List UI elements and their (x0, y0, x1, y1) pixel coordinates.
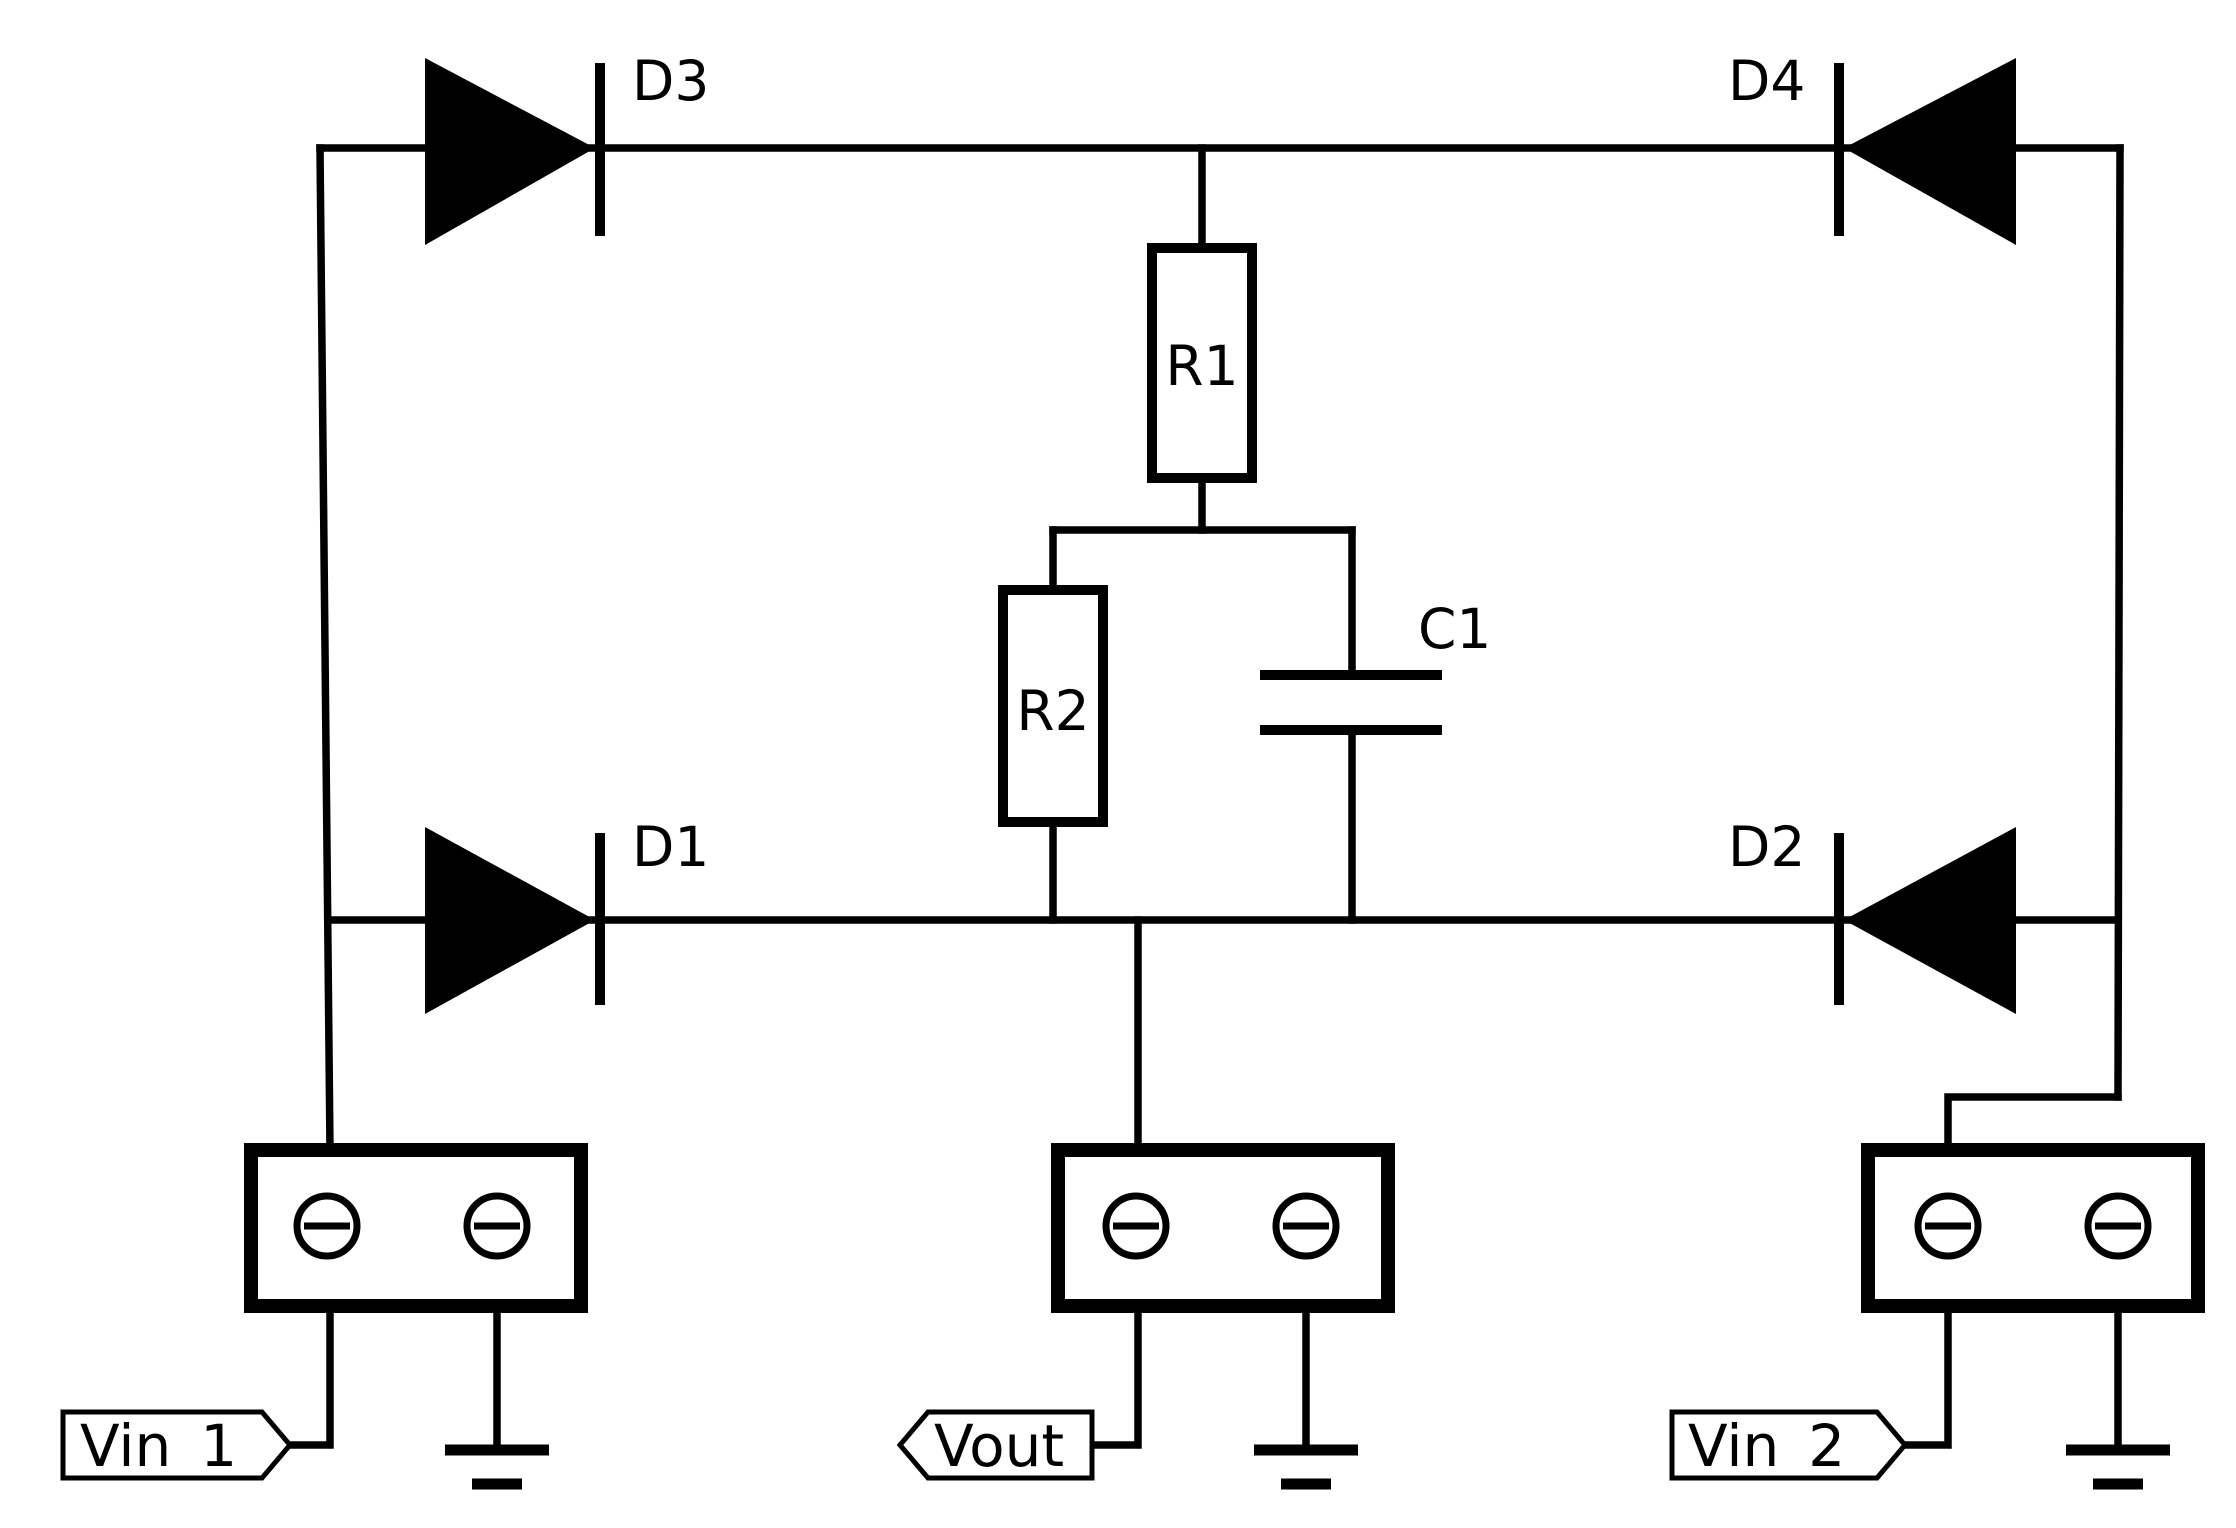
capacitor-c1[interactable]: C1 (1260, 597, 1491, 735)
diode-d4-body (1844, 58, 2016, 245)
wire-right-vertical (2114, 144, 2124, 1101)
resistor-r2[interactable]: R2 (998, 585, 1108, 827)
port-vin1-outline (60, 1409, 294, 1481)
port-vout-outline (896, 1409, 1095, 1481)
terminal-screw-icon (293, 1192, 361, 1260)
port-vin2-label: Vin_2 (1688, 1412, 1845, 1480)
diode-d2[interactable]: D2 (1728, 815, 2016, 1014)
label-d3: D3 (632, 49, 709, 113)
terminal-block-left[interactable] (244, 1143, 588, 1454)
label-d2: D2 (1728, 815, 1805, 879)
terminal-block-right-body (1861, 1143, 2205, 1313)
diode-d2-body (1844, 827, 2016, 1014)
diode-d1[interactable]: D1 (425, 815, 709, 1014)
terminal-block-left-body (244, 1143, 588, 1313)
label-d4: D4 (1728, 49, 1805, 113)
terminal-block-middle[interactable] (1051, 1143, 1395, 1454)
port-vout[interactable]: Vout (896, 1409, 1095, 1481)
label-c1: C1 (1418, 597, 1491, 661)
resistor-r2-body (998, 585, 1108, 827)
wire-vin1-lead (286, 1302, 334, 1449)
terminal-screw-icon (1914, 1192, 1982, 1260)
ground-icon (445, 1444, 549, 1490)
label-d1: D1 (632, 815, 709, 879)
wire-left-vertical (316, 144, 334, 1154)
resistor-r1[interactable]: R1 (1147, 243, 1257, 483)
terminal-screw-icon (1102, 1192, 1170, 1260)
label-r2: R2 (1016, 679, 1089, 743)
port-vin1-label: Vin_1 (80, 1412, 237, 1480)
wire-vin2-lead (1901, 1302, 1952, 1449)
ground-icon (1254, 1444, 1358, 1490)
wire-right-jog (1944, 1093, 2122, 1154)
port-vout-label: Vout (934, 1412, 1064, 1480)
port-vin2[interactable]: Vin_2 (1669, 1409, 1909, 1481)
wires (316, 144, 2124, 1154)
terminal-screw-icon (1272, 1192, 1340, 1260)
port-vin1[interactable]: Vin_1 (60, 1409, 294, 1481)
terminal-screw-icon (2084, 1192, 2152, 1260)
ground-icon (2066, 1444, 2170, 1490)
port-vin2-outline (1669, 1409, 1909, 1481)
diode-d1-body (425, 827, 595, 1014)
terminal-block-right[interactable] (1861, 1143, 2205, 1454)
terminal-screw-icon (463, 1192, 531, 1260)
diode-d3[interactable]: D3 (425, 49, 709, 245)
diode-d3-body (425, 58, 595, 245)
label-r1: R1 (1165, 334, 1238, 398)
terminal-block-middle-body (1051, 1143, 1395, 1313)
diode-d4[interactable]: D4 (1728, 49, 2016, 245)
resistor-r1-body (1147, 243, 1257, 483)
wire-vout-lead (1088, 1302, 1142, 1449)
